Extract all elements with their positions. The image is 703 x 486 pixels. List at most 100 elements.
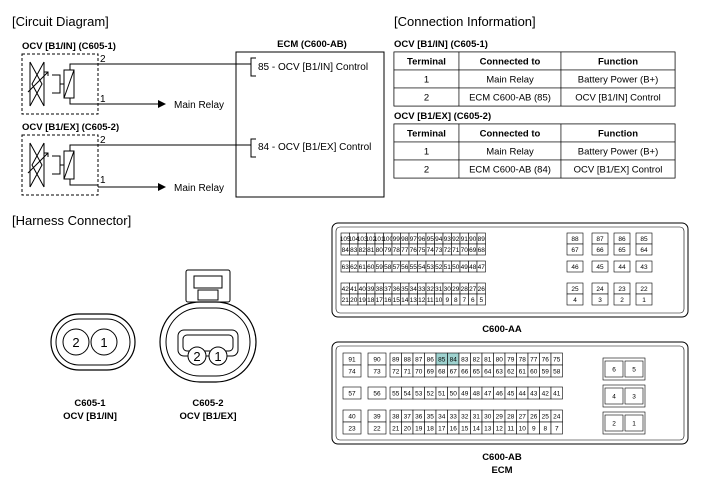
ab-pin-39: 39 xyxy=(373,414,381,421)
aa-pin-28: 28 xyxy=(461,286,469,293)
ab-pin-23: 23 xyxy=(348,426,356,433)
circuit-diagram: [Circuit Diagram] OCV [B1/IN] (C605-1) O… xyxy=(12,14,385,198)
aa-pin-74: 74 xyxy=(427,247,435,254)
ab-pin-58-cell xyxy=(550,364,563,378)
ab-pin-74: 74 xyxy=(348,369,356,376)
c605-1-name: C605-1 xyxy=(74,398,106,409)
ocv1-pin2-label: 2 xyxy=(100,54,106,65)
aa-pin-6: 6 xyxy=(471,297,475,304)
table1-value: Battery Power (B+) xyxy=(578,75,659,86)
ab-pin-28: 28 xyxy=(507,414,515,421)
aa-pin-63: 63 xyxy=(342,264,350,271)
aa-pin-61: 61 xyxy=(359,264,367,271)
ab-pin-89: 89 xyxy=(392,357,400,364)
ab-pin-61: 61 xyxy=(519,369,527,376)
aa-pin-16: 16 xyxy=(384,297,392,304)
table2-value: Battery Power (B+) xyxy=(578,147,659,158)
ab-pin-37: 37 xyxy=(404,414,412,421)
ab-pin-56: 56 xyxy=(373,391,381,398)
ocv1-pin1-label: 1 xyxy=(100,94,106,105)
c605-2-pin-1 xyxy=(208,346,228,366)
harness-connector: [Harness Connector] 2 1 C605-1 OCV [B1/I… xyxy=(12,213,689,476)
ab-pin-48: 48 xyxy=(473,391,481,398)
ab-pin-75: 75 xyxy=(553,357,561,364)
aa-pin-85: 85 xyxy=(640,236,648,243)
ab-pin-25: 25 xyxy=(542,414,550,421)
ab-pin-38: 38 xyxy=(392,414,400,421)
ab-pin-83: 83 xyxy=(461,357,469,364)
table1-header: Terminal xyxy=(407,57,446,68)
aa-pin-24: 24 xyxy=(596,286,604,293)
table2-cell xyxy=(560,159,676,179)
aa-pin-30: 30 xyxy=(444,286,452,293)
ab-pin-68: 68 xyxy=(438,369,446,376)
table1-value: ECM C600-AB (85) xyxy=(469,93,551,104)
aa-pin-54: 54 xyxy=(418,264,426,271)
ab-pin-15: 15 xyxy=(461,426,469,433)
c605-2-pin-1-label: 1 xyxy=(214,349,221,364)
ab-side-block xyxy=(602,357,646,381)
table1-cell xyxy=(560,87,676,107)
ab-pin-2-cell xyxy=(604,414,624,432)
ab-pin-73: 73 xyxy=(373,369,381,376)
ab-pin-20: 20 xyxy=(404,426,412,433)
ab-pin-53: 53 xyxy=(415,391,423,398)
ab-pin-2: 2 xyxy=(612,421,616,428)
aa-pin-20: 20 xyxy=(350,297,358,304)
aa-pin-42: 42 xyxy=(342,286,350,293)
aa-pin-82: 82 xyxy=(359,247,367,254)
aa-pin-19: 19 xyxy=(359,297,367,304)
ab-pin-74-cell xyxy=(342,364,362,378)
c605-1-sub: OCV [B1/IN] xyxy=(63,411,117,422)
ab-pin-30: 30 xyxy=(484,414,492,421)
table1-header: Function xyxy=(598,57,638,68)
table1-value: Main Relay xyxy=(486,75,534,86)
table2-title: OCV [B1/EX] (C605-2) xyxy=(394,111,491,122)
ab-pin-14: 14 xyxy=(473,426,481,433)
c600-ab-housing xyxy=(331,341,689,445)
aa-pin-40: 40 xyxy=(359,286,367,293)
c605-2-pin-2 xyxy=(187,346,207,366)
ocv2-valve-symbol xyxy=(27,142,98,188)
aa-pin-5: 5 xyxy=(479,297,483,304)
ab-pin-9: 9 xyxy=(532,426,536,433)
ecm-terminal-85-bracket xyxy=(250,57,256,77)
aa-pin-38: 38 xyxy=(376,286,384,293)
aa-pin-58: 58 xyxy=(384,264,392,271)
aa-pin-96: 96 xyxy=(418,236,426,243)
aa-pin-103: 103 xyxy=(357,236,368,243)
ab-pin-72: 72 xyxy=(392,369,400,376)
connection-section-title: [Connection Information] xyxy=(394,14,536,29)
ab-pin-59: 59 xyxy=(542,369,550,376)
ocv2-pin2-label: 2 xyxy=(100,135,106,146)
aa-pin-92: 92 xyxy=(452,236,460,243)
ab-pin-67: 67 xyxy=(450,369,458,376)
aa-pin-3: 3 xyxy=(598,297,602,304)
ab-pin-91: 91 xyxy=(348,357,356,364)
table1-header: Connected to xyxy=(480,57,541,68)
ab-pin-71: 71 xyxy=(404,369,412,376)
c600-aa-name: C600-AA xyxy=(482,324,522,335)
aa-pin-59: 59 xyxy=(376,264,384,271)
aa-pin-3-cell xyxy=(591,293,609,306)
aa-pin-78: 78 xyxy=(393,247,401,254)
aa-pin-33: 33 xyxy=(418,286,426,293)
aa-pin-66-cell xyxy=(591,243,609,256)
aa-pin-64: 64 xyxy=(640,247,648,254)
aa-pin-67-cell xyxy=(566,243,584,256)
connection-info: [Connection Information] OCV [B1/IN] (C6… xyxy=(393,14,676,179)
aa-pin-18: 18 xyxy=(367,297,375,304)
ab-pin-16: 16 xyxy=(450,426,458,433)
aa-pin-52: 52 xyxy=(435,264,443,271)
ab-pin-57: 57 xyxy=(348,391,356,398)
aa-pin-4: 4 xyxy=(573,297,577,304)
aa-pin-94: 94 xyxy=(435,236,443,243)
aa-pin-68-cell xyxy=(476,243,486,256)
aa-pin-88: 88 xyxy=(571,236,579,243)
c600-aa-housing xyxy=(331,222,689,318)
aa-pin-90: 90 xyxy=(469,236,477,243)
aa-pin-60: 60 xyxy=(367,264,375,271)
aa-pin-47-cell xyxy=(476,260,486,273)
aa-pin-41: 41 xyxy=(350,286,358,293)
